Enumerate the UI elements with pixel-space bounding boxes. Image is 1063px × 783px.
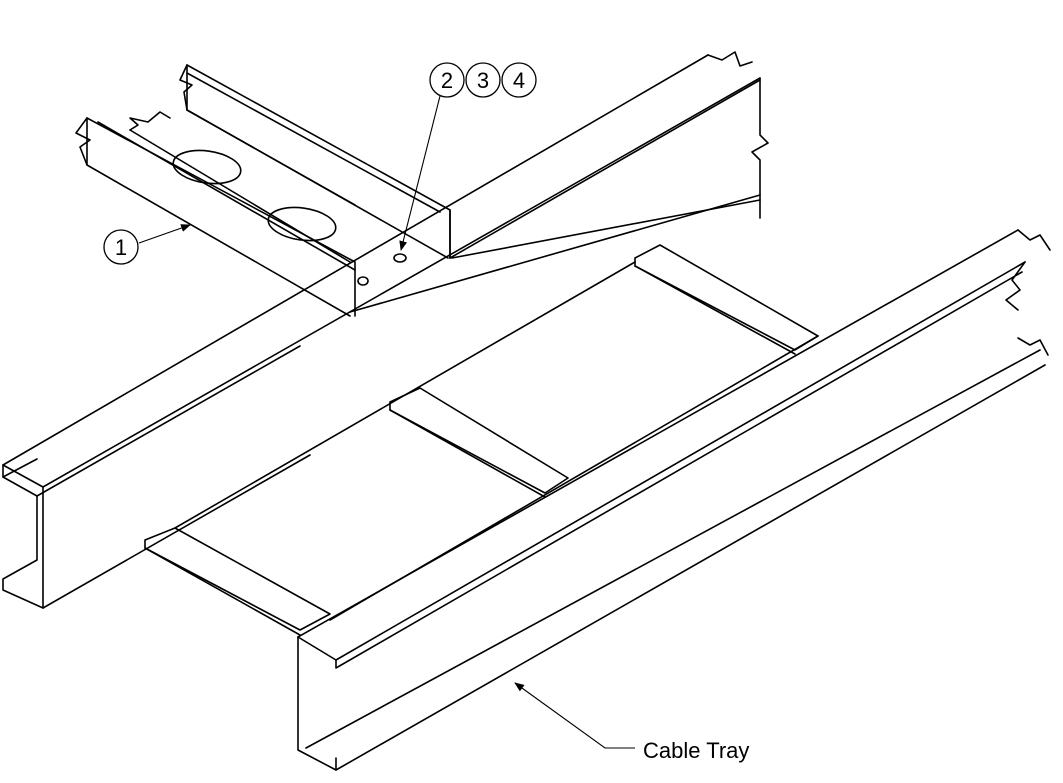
channel-strut	[75, 64, 451, 317]
cable-tray-label: Cable Tray	[514, 682, 749, 763]
svg-text:3: 3	[477, 68, 489, 93]
i-beam	[2, 51, 769, 609]
callout-2-3-4: 2 3 4	[399, 62, 537, 251]
svg-text:4: 4	[513, 68, 525, 93]
svg-text:1: 1	[115, 235, 127, 260]
callout-1: 1	[103, 224, 191, 265]
svg-text:2: 2	[441, 68, 453, 93]
svg-text:Cable Tray: Cable Tray	[643, 738, 749, 763]
cable-tray	[144, 229, 1051, 771]
